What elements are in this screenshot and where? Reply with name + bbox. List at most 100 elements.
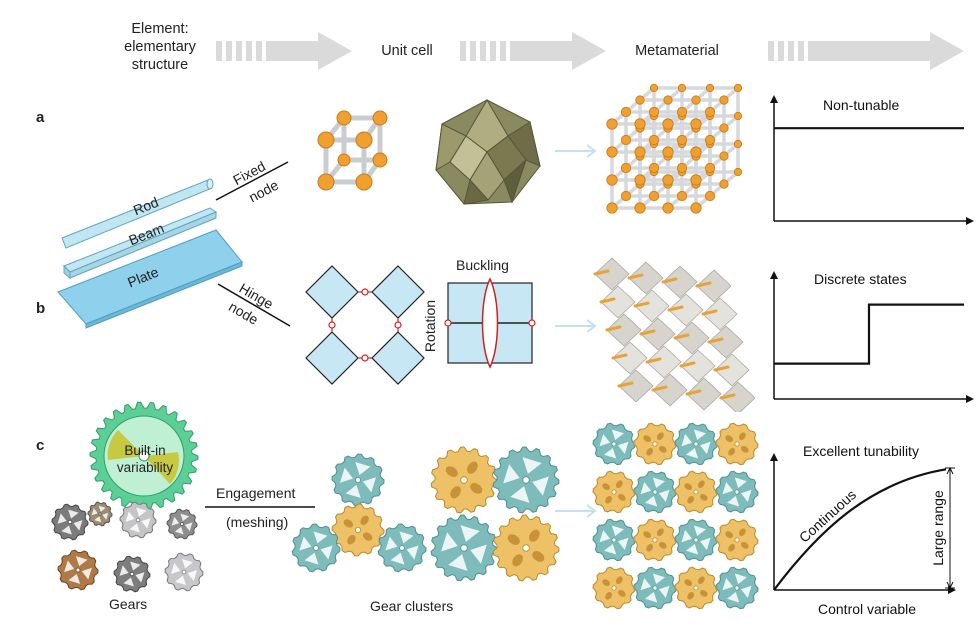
pile-gear-6-spoke-window: [135, 572, 145, 583]
beam-shape: [63, 207, 218, 280]
pile-gear-5-spoke-window: [81, 567, 92, 580]
array-gear-hole: [646, 447, 654, 456]
array-gear-spoke-window: [652, 573, 666, 584]
header-metamaterial-label: Metamaterial: [635, 43, 719, 59]
buckling-label: Buckling: [456, 257, 509, 273]
large-range-arrow-up: [946, 466, 954, 475]
header-element-label: Element: elementary structure: [124, 21, 196, 73]
chart-c-label: Excellent tunability: [803, 443, 919, 459]
origami-panel: [662, 265, 698, 299]
array-gear-axle: [734, 537, 740, 543]
pile-gear-7-spoke-window: [187, 570, 198, 582]
lattice-node: [606, 202, 618, 214]
lattice-node: [606, 118, 618, 130]
array-gear-hole: [643, 531, 652, 539]
cluster-small-gear-center-hole: [362, 532, 373, 541]
lattice-node: [733, 139, 743, 149]
lattice-node: [634, 118, 646, 130]
pile-gear-5-spoke-window: [75, 556, 88, 567]
array-gear-hole: [658, 445, 667, 453]
origami-panel: [612, 341, 648, 375]
lattice-node: [648, 106, 660, 118]
array-gear-hole: [738, 528, 746, 537]
pile-gear-6-spoke-window: [123, 577, 134, 587]
chart-c-excellent-tunability: [770, 453, 956, 594]
pile-gear-1-spoke-window: [68, 509, 79, 519]
header-arrows: [216, 32, 964, 70]
lattice-node: [719, 179, 729, 189]
lattice-node: [719, 95, 729, 105]
metamaterial-a-struts: [610, 86, 740, 210]
cluster-large-gear-bl-spoke-window: [441, 532, 458, 552]
array-gear-axle: [611, 489, 617, 495]
origami-panel: [696, 269, 732, 303]
array-gear-hole: [687, 591, 695, 600]
array-gear-hole: [684, 579, 693, 587]
hinge-rod: [713, 365, 730, 372]
array-gear-spoke-window: [726, 592, 740, 603]
array-gear-spoke-window: [685, 544, 699, 555]
origami-panel: [594, 257, 630, 291]
pile-gear-1-spoke-window: [57, 513, 67, 524]
cluster-small-gear-top-axle: [355, 476, 362, 483]
lattice-node: [606, 146, 618, 158]
array-gear-spoke-window: [618, 441, 629, 455]
cluster-small-gear-right-spoke-window: [390, 552, 405, 565]
hinge-rod: [673, 333, 690, 340]
row-label-c: c: [36, 437, 45, 454]
builtin-variability-label: Built-in variability: [116, 443, 174, 475]
array-gear-hole: [615, 480, 623, 489]
pile-gear-5-spoke-window: [64, 560, 75, 573]
lattice-node: [620, 190, 632, 202]
array-gear-spoke-window: [599, 529, 610, 543]
pile-gear-6-axle: [129, 571, 135, 577]
pile-gear-4: [166, 508, 198, 540]
cluster-small-gear-center-hole: [360, 515, 369, 526]
cluster-small-gear-top: [331, 453, 385, 507]
cluster-large-gear-tr-spoke-window: [503, 464, 520, 484]
lattice-node: [733, 111, 743, 121]
array-gear-hole: [699, 589, 708, 597]
lattice-node: [704, 106, 716, 118]
lattice-node: [704, 134, 716, 146]
array-gear-hole: [605, 591, 613, 600]
pile-gear-3-spoke-window: [141, 518, 151, 529]
chart-a-label: Non-tunable: [823, 97, 900, 113]
cluster-large-gear-tl-hole: [445, 466, 458, 477]
builtin-gear-segment: [144, 452, 179, 484]
pile-gear-7: [164, 552, 204, 592]
pile-gear-6: [113, 555, 151, 593]
header-unit-cell-label: Unit cell: [381, 43, 433, 59]
pile-gear-5-spoke-window: [68, 573, 81, 584]
array-gear-axle: [734, 585, 740, 591]
engagement-line: [205, 506, 315, 508]
cluster-large-gear-br: [492, 514, 560, 582]
cluster-large-gear-bl-spoke-window: [448, 554, 468, 571]
array-gear-axle: [611, 537, 617, 543]
array-gear: [633, 470, 677, 514]
hinge-rod: [593, 269, 610, 276]
array-gear-hole: [615, 576, 623, 585]
chart-a-non-tunable: [770, 95, 974, 225]
array-gear-spoke-window: [599, 433, 610, 447]
origami-panel: [708, 325, 744, 359]
lattice-node: [634, 174, 646, 186]
lattice-node: [634, 146, 646, 158]
array-gear: [674, 566, 718, 610]
array-gear: [633, 518, 677, 562]
row-label-b: b: [36, 300, 46, 317]
lattice-node: [634, 202, 646, 214]
hinge-rod: [633, 301, 650, 308]
array-gear-spoke-window: [741, 585, 752, 599]
pile-gear-7-axle: [181, 569, 187, 575]
origami-panel: [652, 373, 688, 407]
cluster-small-gear-left-axle: [313, 545, 319, 551]
x-axis-arrowhead: [966, 395, 974, 403]
lattice-node: [620, 134, 632, 146]
array-gear-axle: [693, 489, 699, 495]
cluster-small-gear-left-spoke-window: [313, 531, 328, 544]
pile-gear-2-spoke-window: [102, 512, 109, 520]
cluster-small-gear-right-spoke-window: [399, 531, 414, 544]
array-gear-axle: [652, 489, 658, 495]
node-connector-lines: [215, 161, 291, 327]
